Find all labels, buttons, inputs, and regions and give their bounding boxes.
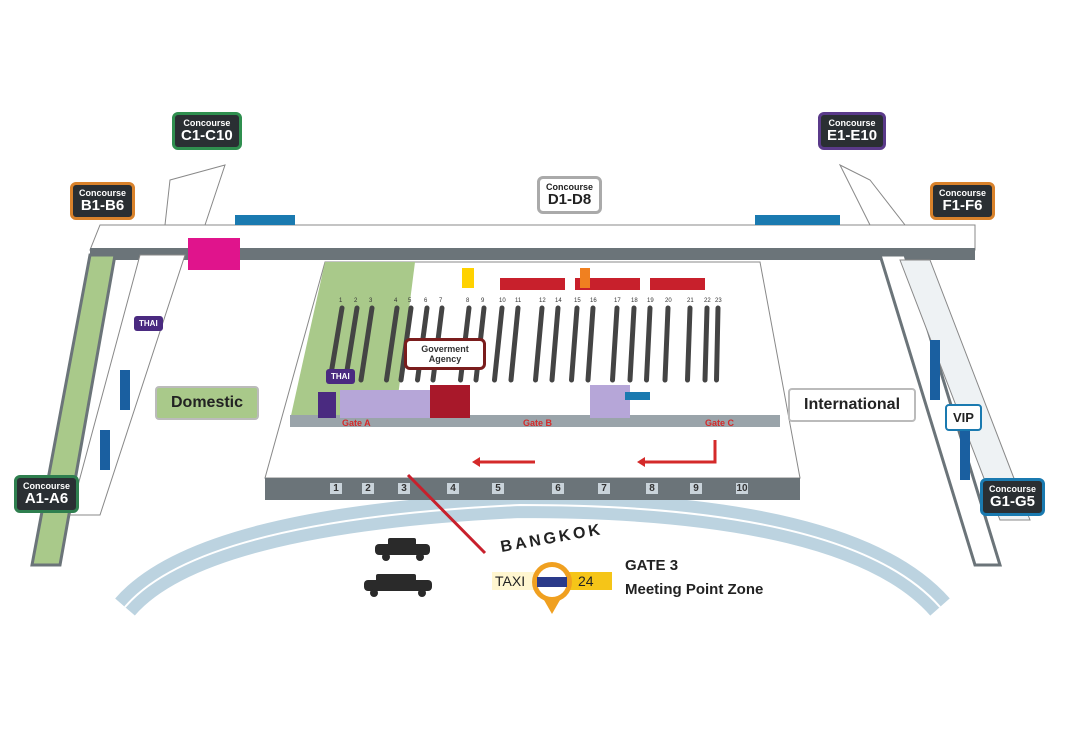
counter-number: 5 — [408, 298, 412, 304]
check-in-counter — [714, 305, 721, 383]
check-in-counter — [685, 305, 693, 383]
limousine-icon — [364, 574, 432, 597]
thai-airways-logo: THAI — [326, 369, 355, 384]
vip-label[interactable]: VIP — [945, 404, 982, 431]
road — [115, 491, 950, 616]
label-big: D1-D8 — [547, 191, 592, 208]
check-in-counter — [549, 305, 561, 383]
counter-number: 19 — [647, 298, 654, 304]
label-big: F1-F6 — [942, 197, 983, 214]
check-in-counter — [343, 305, 360, 383]
counter-number: 10 — [499, 298, 506, 304]
counter-number: 18 — [631, 298, 638, 304]
check-in-counter — [327, 305, 345, 383]
check-in-counter — [644, 305, 653, 383]
curb-door-5: 5 — [492, 483, 504, 494]
check-in-counter — [610, 305, 620, 383]
counter-number: 21 — [687, 298, 694, 304]
passenger-route — [645, 440, 717, 464]
taxi-text: TAXI — [495, 573, 526, 589]
international-label[interactable]: International — [788, 388, 917, 422]
counter-number: 22 — [704, 298, 711, 304]
label-small: Concourse — [828, 118, 876, 128]
curb-door-1: 1 — [330, 483, 342, 494]
gate-a-label: Gate A — [342, 418, 371, 428]
curb-door-7: 7 — [598, 483, 610, 494]
counter-number: 2 — [354, 298, 358, 304]
label-small: Concourse — [23, 481, 71, 491]
label-small: Concourse — [183, 118, 231, 128]
label-big: E1-E10 — [827, 127, 878, 144]
counter-number: 16 — [590, 298, 597, 304]
check-in-counter — [492, 305, 505, 383]
label-small: Concourse — [79, 188, 127, 198]
meeting-route — [406, 473, 487, 555]
curb-door-4: 4 — [447, 483, 459, 494]
curb-door-10: 10 — [736, 483, 748, 494]
counter-number: 7 — [439, 298, 443, 304]
counter-number: 9 — [481, 298, 485, 304]
gate-c-label: Gate C — [705, 418, 735, 428]
curb-door-6: 6 — [552, 483, 564, 494]
curb-door-2: 2 — [362, 483, 374, 494]
curb-wall — [265, 478, 800, 500]
counter-number: 1 — [339, 298, 343, 304]
food-court — [188, 238, 240, 270]
check-in-counter — [702, 305, 710, 383]
label-big: B1-B6 — [80, 197, 125, 214]
counter-number: 3 — [369, 298, 373, 304]
check-in-counter — [662, 305, 671, 383]
counter-number: 8 — [466, 298, 470, 304]
counter-number: 23 — [715, 298, 722, 304]
check-in-counter — [384, 305, 400, 383]
label-small: Concourse — [939, 188, 987, 198]
government-agency-label[interactable]: Goverment Agency — [404, 338, 486, 370]
counter-number: 17 — [614, 298, 621, 304]
counter-number: 6 — [424, 298, 428, 304]
label-small: Concourse — [989, 484, 1037, 494]
curb-door-3: 3 — [398, 483, 410, 494]
counter-number: 11 — [515, 298, 522, 304]
label-small: Concourse — [546, 182, 594, 192]
car-icon — [375, 538, 430, 561]
check-in-counter — [358, 305, 375, 383]
counter-number: 12 — [539, 298, 546, 304]
check-in-counter — [508, 305, 521, 383]
check-in-counter — [627, 305, 637, 383]
counter-number: 14 — [555, 298, 562, 304]
meeting-point-text: Meeting Point Zone — [625, 581, 764, 598]
domestic-label[interactable]: Domestic — [155, 386, 260, 420]
label-big: G1-G5 — [990, 493, 1036, 510]
curb-door-9: 9 — [690, 483, 702, 494]
right-pier — [877, 253, 1003, 567]
taxi-number: 24 — [578, 573, 594, 589]
gate-b-label: Gate B — [523, 418, 553, 428]
thai-airways-logo: THAI — [134, 316, 163, 331]
label-big: A1-A6 — [24, 490, 69, 507]
check-in-counter — [569, 305, 580, 383]
label-big: C1-C10 — [181, 127, 233, 144]
meeting-gate: GATE 3 — [625, 557, 679, 574]
check-in-counter — [585, 305, 596, 383]
curb-door-8: 8 — [646, 483, 658, 494]
counter-number: 20 — [665, 298, 672, 304]
counter-number: 15 — [574, 298, 581, 304]
counter-number: 4 — [394, 298, 398, 304]
road-line — [124, 503, 941, 608]
check-in-counter — [533, 305, 545, 383]
